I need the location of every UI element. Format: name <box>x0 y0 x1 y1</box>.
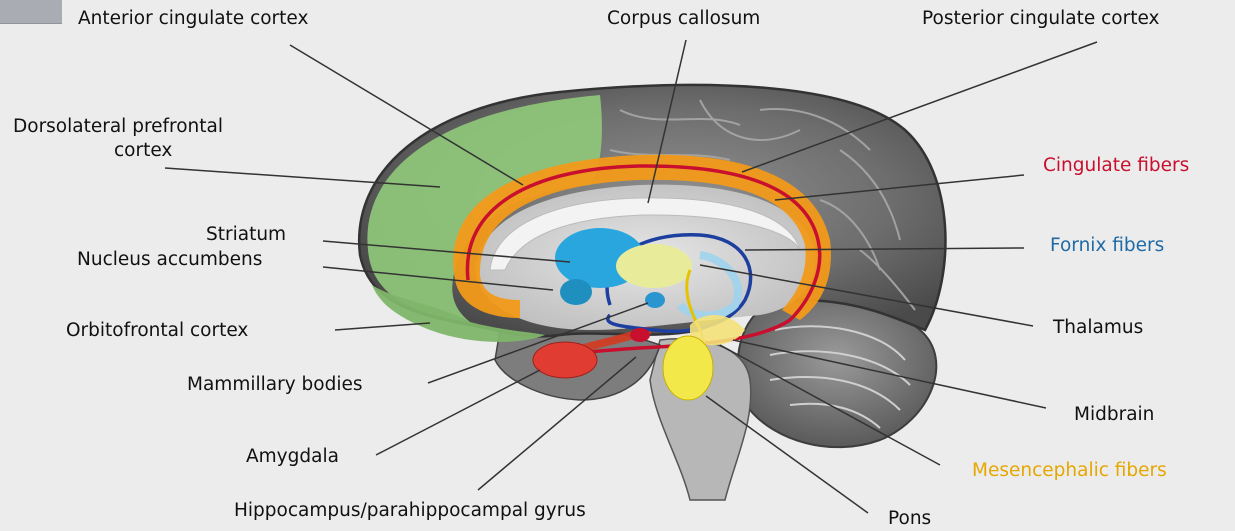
nucleus-accumbens-region <box>560 279 592 305</box>
label-dlpfc-line1: Dorsolateral prefrontal <box>13 116 223 138</box>
label-midbrain: Midbrain <box>1074 404 1154 426</box>
label-pons: Pons <box>888 508 931 530</box>
label-hippocampus: Hippocampus/parahippocampal gyrus <box>234 500 586 522</box>
label-fornix-fibers: Fornix fibers <box>1050 235 1164 257</box>
label-amygdala: Amygdala <box>246 446 339 468</box>
thalamus-region <box>616 244 692 288</box>
label-cingulate-fibers: Cingulate fibers <box>1043 155 1189 177</box>
label-mammillary-bodies: Mammillary bodies <box>187 374 363 396</box>
label-corpus-callosum: Corpus callosum <box>607 8 760 30</box>
label-anterior-cingulate-cortex: Anterior cingulate cortex <box>78 8 308 30</box>
label-orbitofrontal-cortex: Orbitofrontal cortex <box>66 320 248 342</box>
label-nucleus-accumbens: Nucleus accumbens <box>77 249 262 271</box>
label-striatum: Striatum <box>206 224 286 246</box>
pons-region <box>663 336 713 400</box>
label-thalamus: Thalamus <box>1053 317 1143 339</box>
label-dlpfc-line2: cortex <box>114 140 172 162</box>
label-mesencephalic-fibers: Mesencephalic fibers <box>972 460 1167 482</box>
label-posterior-cingulate-cortex: Posterior cingulate cortex <box>922 8 1160 30</box>
amygdala-region <box>533 342 597 378</box>
